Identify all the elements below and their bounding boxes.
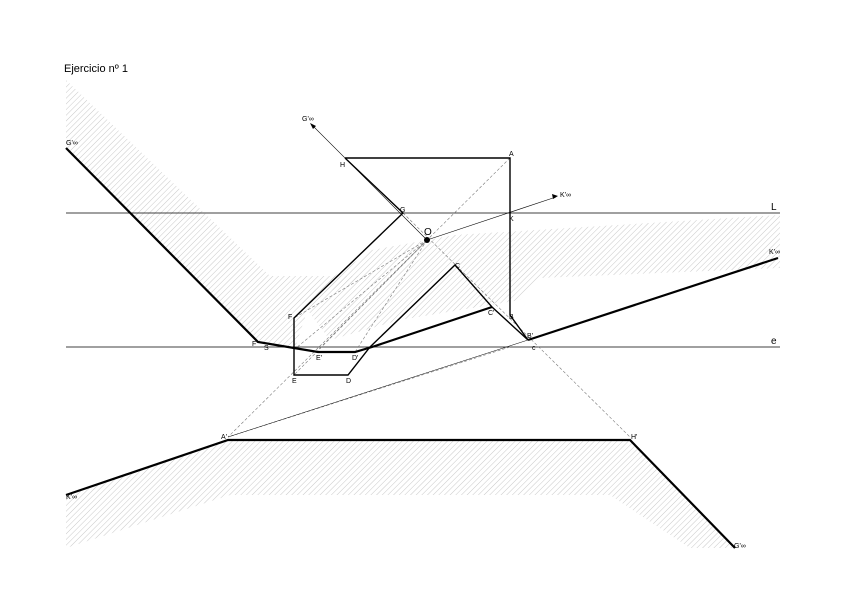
figure-outline <box>293 157 529 376</box>
label-L: L <box>771 202 777 213</box>
label-D: D <box>346 378 351 385</box>
label-G-inf-top: G'∞ <box>302 116 314 123</box>
label-C1: C' <box>488 310 494 317</box>
label-D1: D' <box>352 355 358 362</box>
label-G: G <box>400 207 405 214</box>
shadow-outline <box>65 147 779 549</box>
label-C: C <box>455 263 460 270</box>
center-point-O <box>424 237 430 243</box>
label-c: c <box>532 345 536 352</box>
arrow-K-inf <box>552 194 558 199</box>
label-H: H <box>340 162 345 169</box>
arrow-G-inf <box>310 123 316 129</box>
label-B: B <box>509 314 514 321</box>
shadow-band-lower <box>66 440 735 548</box>
label-K-inf-right: K'∞ <box>769 249 780 256</box>
ray-G-inf <box>311 124 428 241</box>
label-G-inf-bottom: G'∞ <box>734 543 746 550</box>
line-B1-A1 <box>227 339 529 438</box>
label-E1: E' <box>316 355 322 362</box>
shadow-band-upper-right <box>300 215 780 340</box>
label-O: O <box>424 227 432 238</box>
label-G-inf-left: G'∞ <box>66 140 78 147</box>
label-E: E <box>292 378 297 385</box>
label-e: e <box>771 336 777 347</box>
label-F: F <box>288 314 292 321</box>
label-A: A <box>509 151 514 158</box>
ray-K-inf <box>426 196 557 241</box>
label-H1: H' <box>631 434 637 441</box>
label-K-inf-ray: K'∞ <box>560 192 571 199</box>
label-K: K <box>509 216 514 223</box>
label-S: S <box>264 345 269 352</box>
label-K-inf-left: K'∞ <box>66 494 77 501</box>
exercise-title: Ejercicio nº 1 <box>64 63 128 75</box>
shadow-band-upper-left <box>66 80 380 348</box>
label-F1: F' <box>252 341 258 348</box>
label-B1: B' <box>527 333 533 340</box>
label-A1: A' <box>221 434 227 441</box>
